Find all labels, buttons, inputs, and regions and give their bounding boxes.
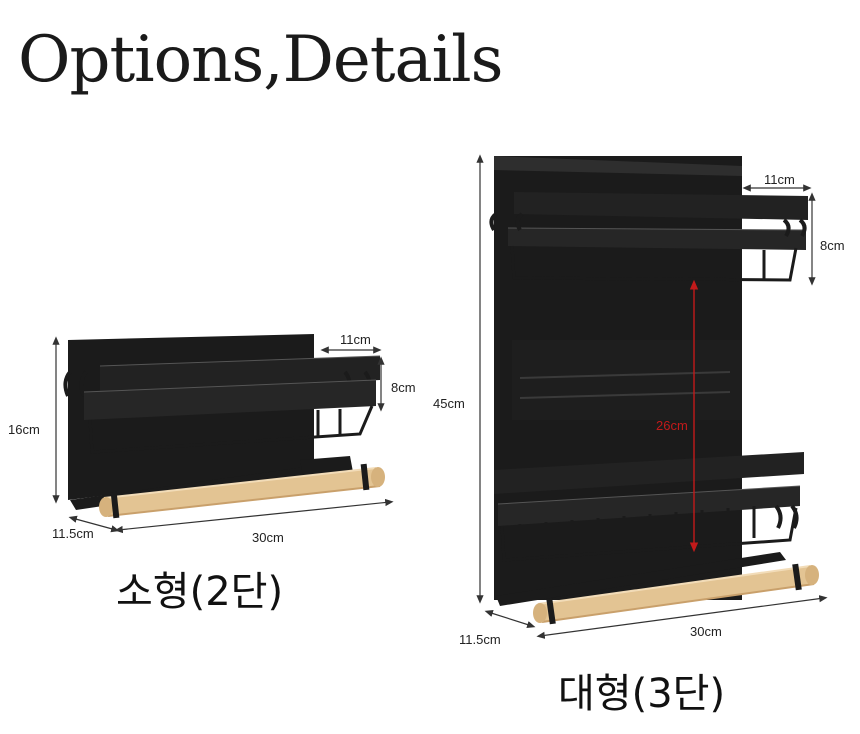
small-rack [52, 334, 394, 534]
large-rack [476, 154, 828, 639]
small-width-label: 30cm [252, 530, 284, 545]
page-title: Options,Details [18, 23, 503, 97]
small-shelf-height-label: 8cm [391, 380, 416, 395]
large-height-label: 45cm [433, 396, 465, 411]
large-shelf-gap-label: 26cm [656, 418, 688, 433]
large-depth-label: 11.5cm [459, 632, 501, 647]
large-depth-line [484, 610, 536, 628]
small-caption: 소형(2단) [116, 569, 284, 615]
large-caption: 대형(3단) [558, 671, 726, 717]
small-height-label: 16cm [8, 422, 40, 437]
large-width-line [536, 595, 828, 639]
small-shelf-depth-label: 11cm [340, 332, 371, 347]
small-depth-label: 11.5cm [52, 526, 94, 541]
large-width-label: 30cm [690, 624, 722, 639]
large-shelf-depth-label: 11cm [764, 172, 795, 187]
small-depth-line [68, 515, 120, 533]
large-shelf-height-label: 8cm [820, 238, 845, 253]
small-width-line [114, 498, 394, 534]
